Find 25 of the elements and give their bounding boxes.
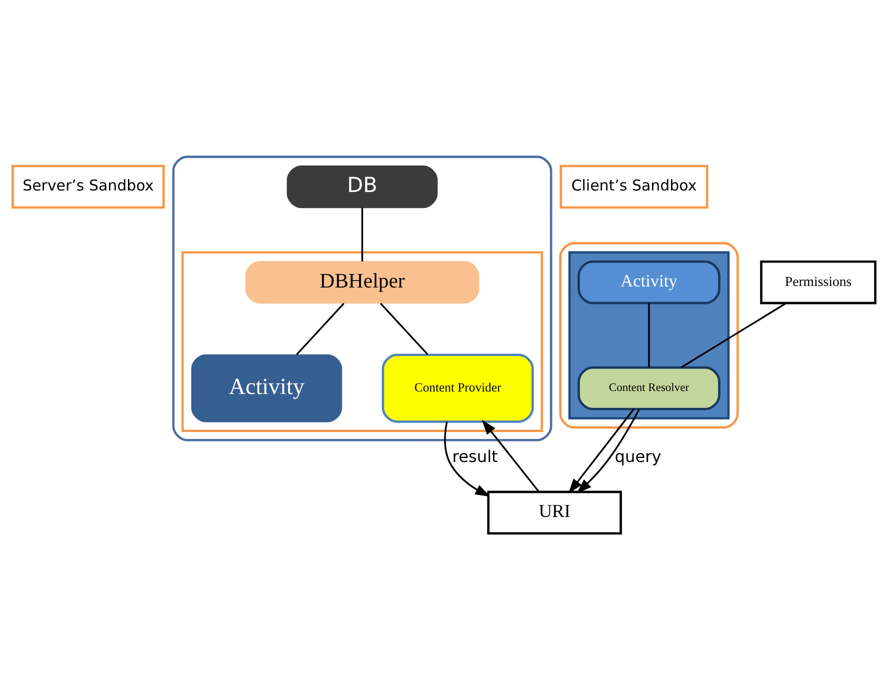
- edge-label: result: [452, 446, 498, 466]
- cluster: [172, 155, 552, 441]
- cluster: [181, 250, 544, 432]
- edge-label: query: [614, 446, 662, 466]
- node-box: DB: [286, 164, 438, 208]
- node-box: DBHelper: [245, 260, 480, 304]
- connector: [680, 302, 786, 368]
- connector: [648, 302, 650, 367]
- arrow: [576, 408, 640, 494]
- arrow: [568, 408, 634, 494]
- cluster: [559, 242, 739, 428]
- cluster: [568, 250, 730, 419]
- node-box: Server’s Sandbox: [12, 164, 165, 208]
- node-box: URI: [487, 490, 622, 534]
- node-box: Client’s Sandbox: [560, 164, 708, 208]
- node-box: Content Provider: [382, 353, 534, 422]
- arrow: [482, 419, 540, 492]
- connector: [361, 207, 364, 261]
- connector: [296, 302, 344, 355]
- arrow: [444, 421, 490, 496]
- node-box: Permissions: [760, 260, 876, 304]
- connector: [380, 302, 428, 355]
- node-box: Activity: [578, 260, 720, 304]
- node-box: Activity: [191, 354, 342, 422]
- node-box: Content Resolver: [578, 366, 720, 410]
